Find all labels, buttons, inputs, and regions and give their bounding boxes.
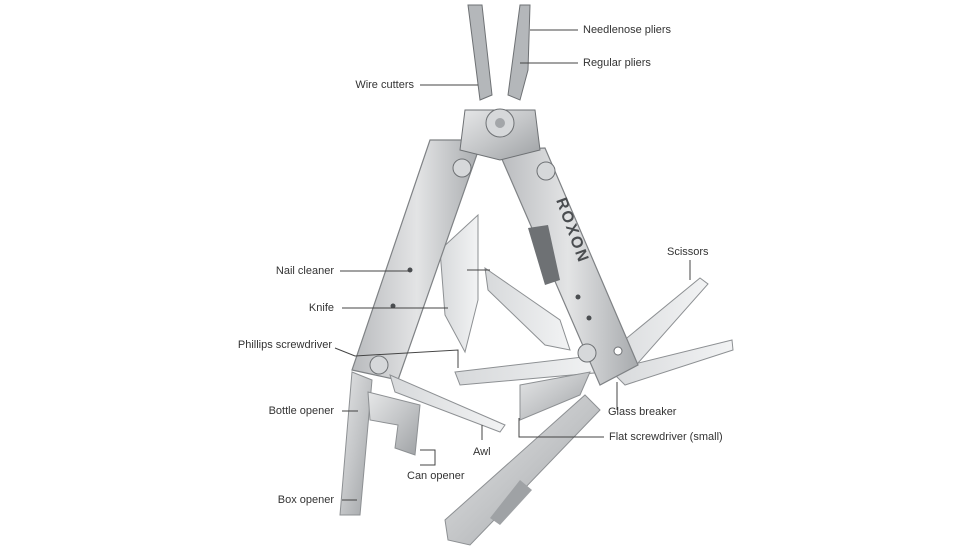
flat-screwdriver-arm xyxy=(444,394,601,546)
bottom-left-tools xyxy=(339,371,506,516)
label-box-opener: Box opener xyxy=(277,494,334,506)
label-can-opener: Can opener xyxy=(407,470,465,482)
label-phillips-screwdriver: Phillips screwdriver xyxy=(237,339,332,351)
label-nail-cleaner: Nail cleaner xyxy=(275,265,334,277)
left-handle xyxy=(351,139,483,381)
leader-lines xyxy=(334,29,691,501)
pliers-head xyxy=(459,4,541,161)
label-scissors: Scissors xyxy=(667,246,709,258)
label-knife: Knife xyxy=(308,302,334,314)
label-awl: Awl xyxy=(473,446,491,458)
label-needlenose-pliers: Needlenose pliers xyxy=(583,24,672,36)
label-regular-pliers: Regular pliers xyxy=(583,57,651,69)
knife-blade xyxy=(439,213,479,354)
label-bottle-opener: Bottle opener xyxy=(268,405,334,417)
label-glass-breaker: Glass breaker xyxy=(608,406,677,418)
label-flat-screwdriver-small: Flat screwdriver (small) xyxy=(609,431,723,443)
center-tools xyxy=(454,266,606,421)
label-wire-cutters: Wire cutters xyxy=(355,79,414,91)
